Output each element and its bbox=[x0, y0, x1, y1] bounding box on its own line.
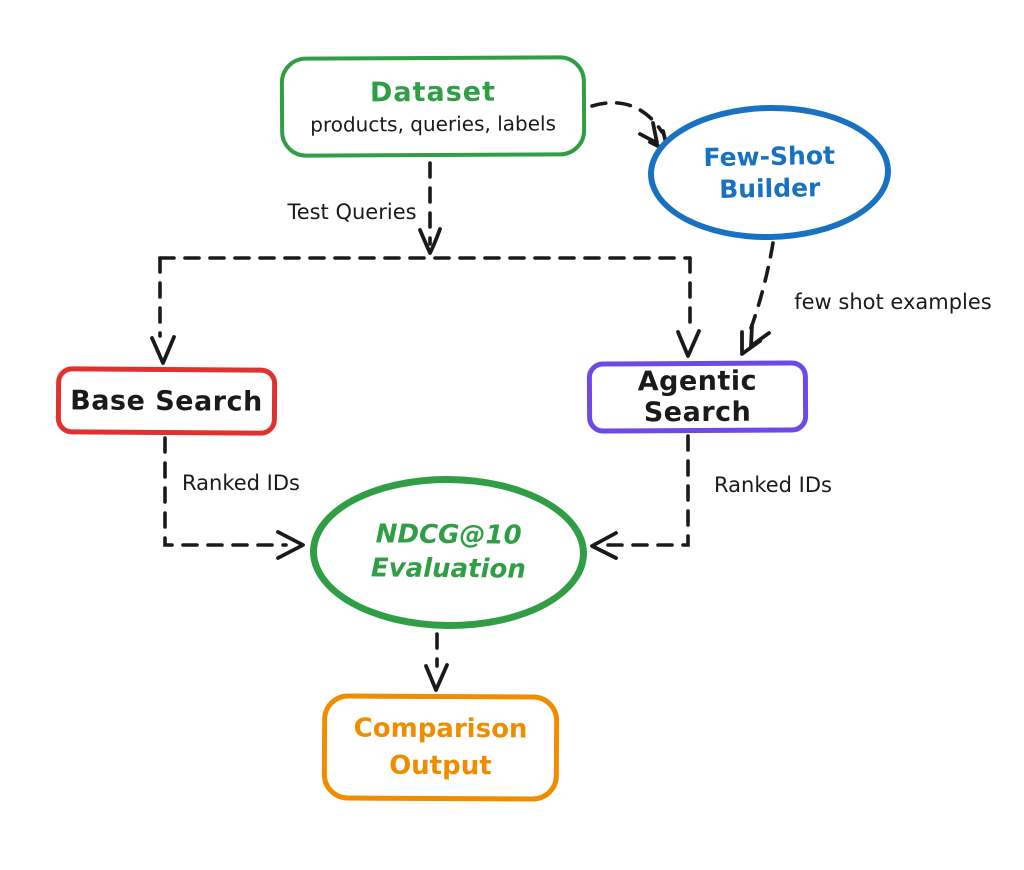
edge-agentic-search-to-ndcg bbox=[590, 434, 690, 560]
arrowhead-icon bbox=[424, 663, 449, 692]
ndcg-evaluation-label: NDCG@10 Evaluation bbox=[370, 519, 526, 585]
edge-label-few-shot-examples: few shot examples bbox=[794, 290, 992, 314]
arrowhead-icon bbox=[676, 329, 701, 358]
arrowhead-icon bbox=[150, 335, 176, 365]
edge-dataset-to-few-shot-builder bbox=[590, 101, 670, 153]
agentic-search-label: Agentic Search bbox=[637, 365, 758, 429]
base-search-label: Base Search bbox=[70, 384, 263, 418]
edge-split-to-agentic-search bbox=[676, 256, 701, 358]
node-dataset: Dataset products, queries, labels bbox=[279, 55, 587, 158]
node-agentic-search: Agentic Search bbox=[586, 360, 809, 434]
edge-few-shot-builder-to-agentic-search bbox=[740, 241, 775, 356]
edge-base-search-to-ndcg bbox=[163, 436, 305, 560]
comparison-output-label: Comparison Output bbox=[353, 713, 528, 781]
edge-ndcg-to-comparison-output bbox=[424, 632, 449, 692]
edge-split-to-base-search bbox=[150, 256, 176, 365]
edge-dataset-to-split bbox=[418, 161, 442, 255]
few-shot-builder-label: Few-Shot Builder bbox=[703, 141, 836, 204]
edge-label-ranked-ids-left: Ranked IDs bbox=[182, 471, 300, 495]
arrowhead-icon bbox=[590, 531, 618, 560]
edge-label-ranked-ids-right: Ranked IDs bbox=[714, 473, 832, 497]
dataset-subtitle: products, queries, labels bbox=[310, 111, 557, 137]
edge-label-test-queries: Test Queries bbox=[287, 200, 417, 224]
node-base-search: Base Search bbox=[55, 366, 278, 436]
node-comparison-output: Comparison Output bbox=[321, 693, 560, 802]
arrowhead-icon bbox=[276, 530, 305, 560]
dataset-title: Dataset bbox=[369, 76, 497, 109]
arrowhead-icon bbox=[749, 323, 771, 348]
arrowhead-icon bbox=[418, 227, 442, 255]
arrowhead-icon bbox=[638, 121, 659, 145]
